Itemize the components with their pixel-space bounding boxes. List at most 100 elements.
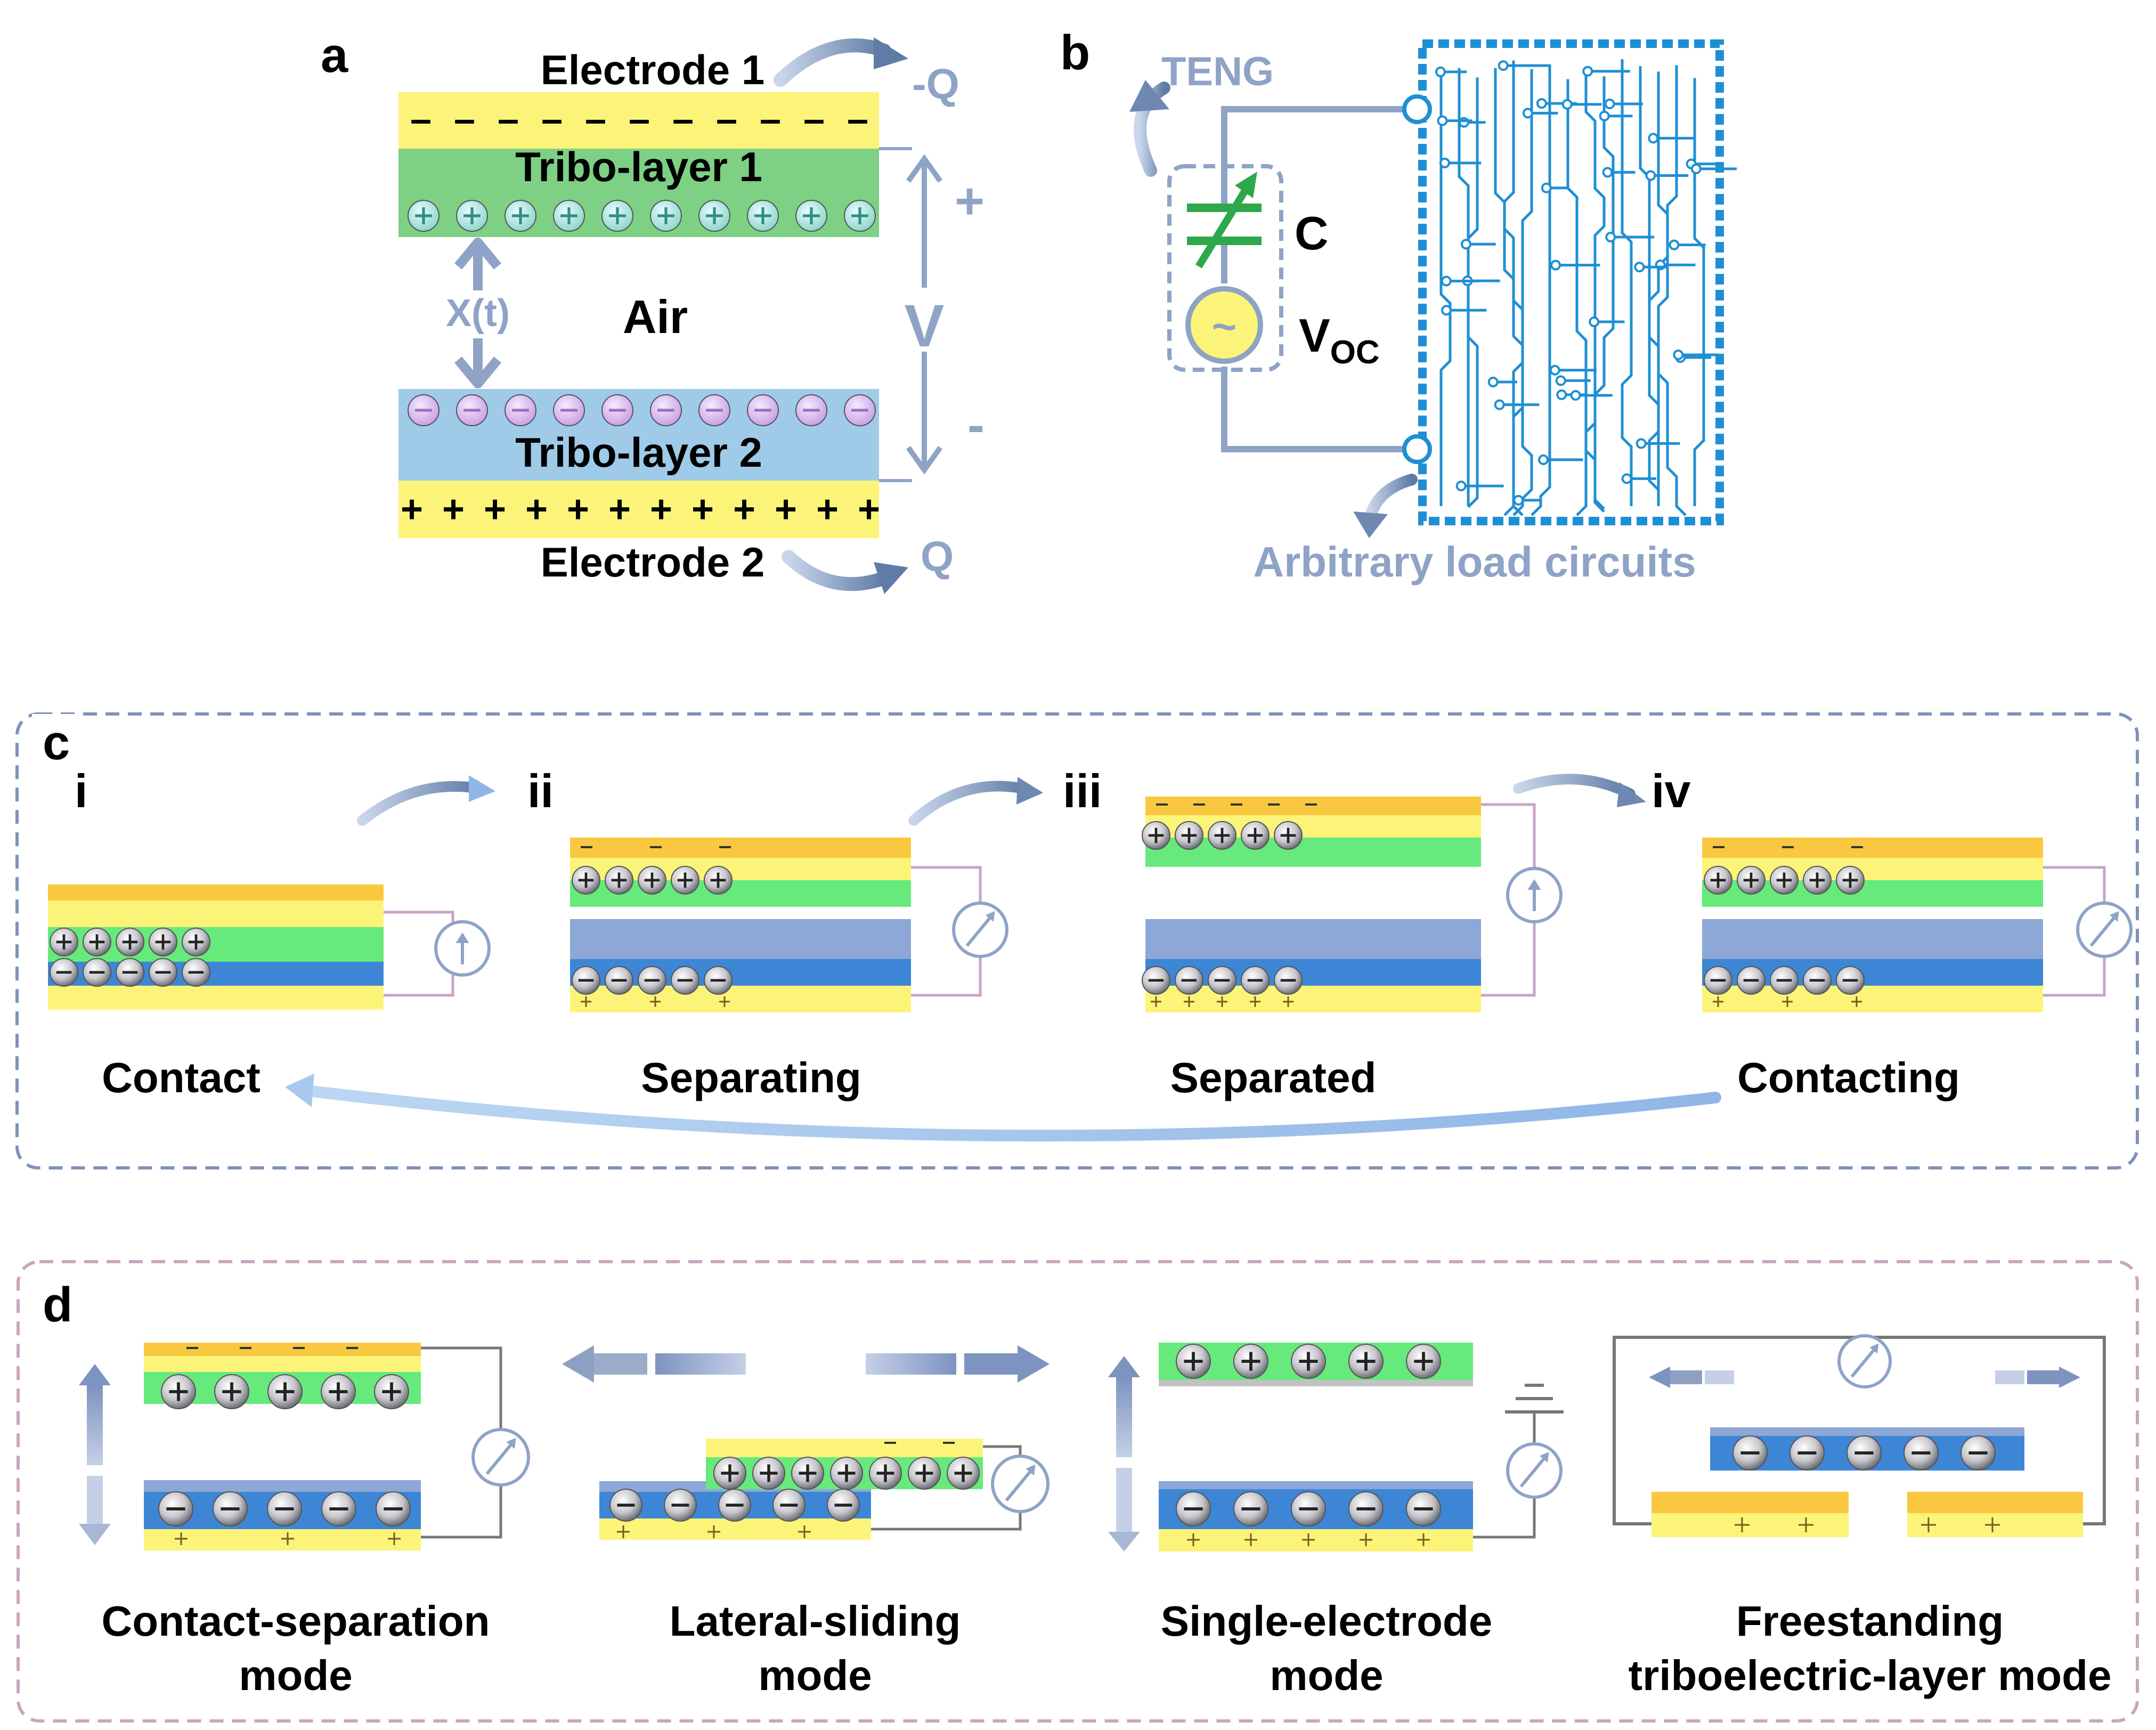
circuit-node [1621, 473, 1632, 484]
negative-charge [1274, 966, 1303, 995]
ammeter-icon [952, 901, 1008, 958]
circuit-node [1494, 399, 1505, 410]
negative-charge [1836, 966, 1865, 995]
mode-4-line-1: Freestanding [1736, 1597, 2004, 1645]
negative-charge [83, 958, 111, 987]
negative-charge [213, 1491, 248, 1526]
positive-charge [908, 1457, 941, 1490]
circuit-node [1537, 454, 1549, 465]
plus-mark [1217, 996, 1227, 1007]
negative-charge [1348, 1491, 1384, 1526]
gap-label: X(t) [446, 292, 510, 335]
voltage-minus: - [967, 396, 985, 453]
circuit-node [1555, 375, 1566, 386]
ammeter-icon [1506, 1442, 1563, 1499]
curved-arrow-bottom [782, 550, 891, 591]
electrode-right [1907, 1492, 2083, 1537]
transition-arrow-2 [908, 781, 1034, 826]
transition-arrow-1 [357, 781, 485, 826]
negative-charge [1142, 966, 1170, 995]
positive-charge [1737, 866, 1766, 895]
slab-top [1702, 919, 2043, 959]
positive-charge [638, 866, 666, 895]
panel-d-letter: d [43, 1278, 72, 1332]
positive-charge [161, 1374, 196, 1409]
slab-front [144, 1356, 421, 1372]
positive-charge [50, 928, 78, 956]
cs-vertical-arrow [79, 1364, 111, 1545]
circuit-node [1536, 98, 1547, 109]
positive-charge [149, 928, 177, 956]
panel-a: a – – – – – – – – – – – Tribo-layer 1 Tr… [321, 28, 985, 594]
slab-top [48, 884, 384, 900]
mode-4-line-2: triboelectric-layer mode [1629, 1652, 2112, 1699]
ammeter-needle [965, 914, 994, 947]
positive-charge [572, 866, 600, 895]
plus-mark [1799, 1517, 1813, 1532]
teng-arrow-head [1129, 80, 1169, 112]
slab-top [1159, 1481, 1473, 1489]
slab-front [1651, 1513, 1849, 1537]
slab-top [1710, 1427, 2024, 1436]
negative-charge [609, 1489, 642, 1522]
negative-charge [408, 394, 440, 426]
circuit-node [1589, 316, 1600, 328]
plus-mark [719, 996, 730, 1007]
mode-1-line-2: mode [239, 1652, 352, 1699]
panel-c-devices [48, 797, 2133, 1012]
negative-charge [827, 1489, 860, 1522]
circuit-node [1550, 259, 1561, 271]
fs-left-arrow [1649, 1367, 1734, 1388]
positive-charge [1208, 821, 1236, 850]
step-iv-caption: Contacting [1737, 1054, 1960, 1101]
plus-mark [581, 996, 591, 1007]
ls-right-arrow [866, 1345, 1049, 1383]
negative-charge [1208, 966, 1236, 995]
circuit-trace [1648, 71, 1669, 506]
slab-front [48, 900, 384, 927]
capacitor-label: C [1295, 207, 1329, 259]
slab-front [48, 986, 384, 1010]
plus-mark [1244, 1533, 1257, 1546]
ammeter-needle [1850, 1346, 1877, 1378]
terminal-top [1402, 94, 1432, 124]
circuit-node [1513, 494, 1524, 506]
slab-top [1651, 1492, 1849, 1513]
negative-charge [1704, 966, 1732, 995]
positive-charge [1291, 1344, 1326, 1379]
positive-charge [1836, 866, 1865, 895]
charge-minus-q: -Q [912, 60, 959, 108]
negative-charge [1176, 1491, 1211, 1526]
circuit-node [1673, 349, 1684, 360]
slab-front [1145, 986, 1481, 1012]
negative-charge [376, 1491, 411, 1526]
slab-top [570, 919, 911, 959]
slab-front [1159, 1380, 1473, 1386]
plus-mark [707, 1525, 720, 1538]
mode-2-line-1: Lateral-sliding [670, 1597, 961, 1645]
positive-charge [1770, 866, 1799, 895]
panel-c: c i ii iii iv Contact Separating Separat… [15, 712, 2139, 1169]
circuit-node [1455, 481, 1467, 492]
negative-charge [321, 1491, 356, 1526]
circuit-trace [1531, 64, 1551, 516]
panel-c-frame [15, 712, 2139, 1169]
arrow-head-bottom [874, 562, 908, 594]
transition-arrow-1-head [469, 775, 495, 802]
slab-top [1145, 919, 1481, 959]
plus-mark [1283, 996, 1293, 1007]
circuit-node [1582, 66, 1593, 77]
ammeter-needle-head [455, 932, 469, 943]
positive-charge [214, 1374, 249, 1409]
fs-right-arrow [1995, 1367, 2080, 1388]
plus-mark [798, 1525, 811, 1538]
ammeter-icon [991, 1455, 1049, 1513]
wire-top [1221, 106, 1417, 169]
circuit-node [1522, 108, 1533, 119]
negative-charge [718, 1489, 751, 1522]
ammeter-needle [2089, 914, 2118, 947]
circuit-node [1604, 99, 1615, 110]
slab-front [706, 1439, 983, 1457]
circuit-node [1460, 239, 1471, 250]
